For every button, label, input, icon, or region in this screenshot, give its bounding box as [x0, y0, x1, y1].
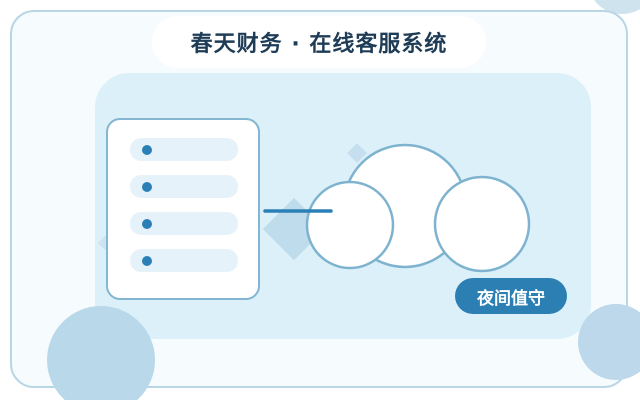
list-row — [130, 249, 238, 272]
decorative-circle-right — [578, 304, 640, 380]
list-row — [130, 175, 238, 198]
badge-label: 夜间值守 — [477, 288, 545, 309]
bullet-dot — [142, 219, 152, 229]
bullet-dot — [142, 145, 152, 155]
title-pill: 春天财务 · 在线客服系统 — [152, 16, 486, 68]
page-title: 春天财务 · 在线客服系统 — [190, 32, 448, 57]
list-row — [130, 138, 238, 161]
document-list-icon — [106, 118, 260, 300]
list-row — [130, 212, 238, 235]
bullet-dot — [142, 182, 152, 192]
bullet-dot — [142, 256, 152, 266]
decorative-circle-bottom-left — [47, 306, 155, 400]
night-duty-badge: 夜间值守 — [455, 278, 567, 314]
